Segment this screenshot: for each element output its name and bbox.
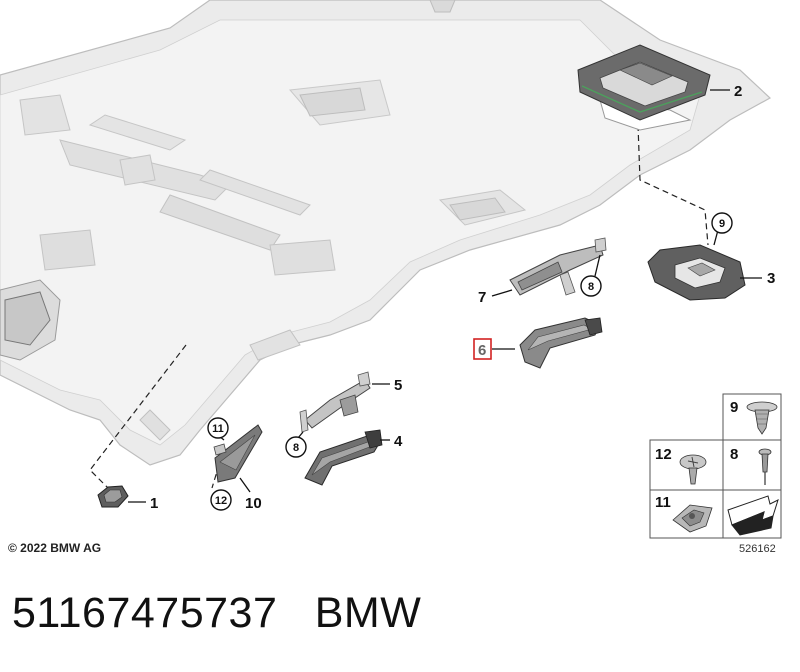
callout-3: 3 [767, 270, 775, 287]
clip-nut-icon [672, 504, 713, 533]
diagram-id: 526162 [739, 543, 776, 555]
callouts: 2 3 5 4 1 7 10 6 9 8 8 11 12 [150, 83, 775, 512]
headliner [0, 0, 772, 466]
callout-lines [128, 89, 762, 503]
svg-text:12: 12 [655, 446, 672, 463]
svg-text:11: 11 [212, 423, 224, 435]
svg-text:8: 8 [730, 446, 738, 463]
part-11-clip-small [213, 443, 227, 456]
callout-9-circle: 9 [711, 212, 733, 234]
callout-1: 1 [150, 495, 158, 512]
footer: 51167475737 BMW [12, 589, 421, 638]
screw-icon [679, 454, 707, 485]
svg-text:9: 9 [719, 218, 725, 230]
part-7-bracket [509, 237, 607, 296]
svg-text:8: 8 [293, 442, 299, 454]
highlight-box [473, 338, 492, 360]
callout-11-circle: 11 [207, 417, 229, 439]
part-1-small-cover [97, 485, 129, 508]
svg-text:11: 11 [655, 494, 671, 511]
parts-table: 9 12 8 11 [649, 393, 782, 539]
callout-7: 7 [478, 289, 486, 306]
direction-arrow-icon [727, 495, 779, 536]
callout-5: 5 [394, 377, 402, 394]
svg-text:12: 12 [215, 495, 227, 507]
callout-8-circle-a: 8 [580, 275, 602, 297]
copyright-notice: © 2022 BMW AG [8, 541, 102, 555]
push-clip-icon [746, 401, 778, 435]
callout-8-circle-b: 8 [285, 436, 307, 458]
part-3-cover [647, 244, 746, 301]
svg-text:8: 8 [588, 281, 594, 293]
part-number: 51167475737 [12, 589, 278, 637]
callout-4: 4 [394, 433, 403, 450]
callout-10: 10 [245, 495, 262, 512]
callout-2: 2 [734, 83, 742, 100]
svg-text:9: 9 [730, 399, 738, 416]
brand-name: BMW [314, 589, 422, 637]
part-10-trim-strip [214, 424, 263, 483]
part-4-grab-handle [304, 429, 383, 486]
part-6-grab-handle [519, 317, 603, 369]
callout-12-circle: 12 [210, 489, 232, 511]
table-cell-8 [722, 439, 782, 491]
rivet-icon [758, 448, 772, 485]
part-2-frame [577, 44, 711, 131]
part-5-bracket [299, 371, 371, 433]
callout-6: 6 [478, 342, 486, 359]
